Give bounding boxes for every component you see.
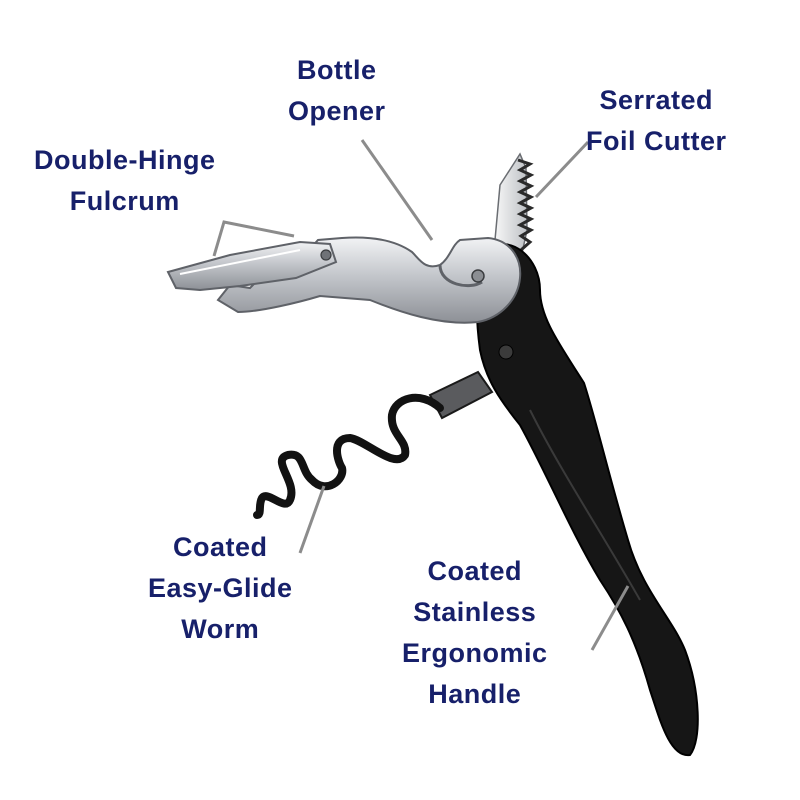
callout-bottle-opener: Bottle Opener <box>288 50 386 132</box>
coated-worm <box>257 398 440 515</box>
callout-worm-line3: Worm <box>148 609 293 650</box>
callout-fulcrum: Double-Hinge Fulcrum <box>34 140 216 222</box>
leader-bottle-opener <box>362 140 432 240</box>
callout-foil-cutter-line1: Serrated <box>586 80 727 121</box>
leader-foil-cutter <box>536 142 588 197</box>
handle-rivet <box>499 345 513 359</box>
callout-handle-line4: Handle <box>402 674 548 715</box>
callout-fulcrum-line2: Fulcrum <box>34 181 216 222</box>
callout-handle-line1: Coated <box>402 551 548 592</box>
callout-bottle-opener-line1: Bottle <box>288 50 386 91</box>
callout-handle-line2: Stainless <box>402 592 548 633</box>
leader-worm <box>300 486 324 553</box>
callout-handle-line3: Ergonomic <box>402 633 548 674</box>
callout-worm-line1: Coated <box>148 527 293 568</box>
lever-rivet <box>472 270 484 282</box>
callout-worm-line2: Easy-Glide <box>148 568 293 609</box>
callout-foil-cutter-line2: Foil Cutter <box>586 121 727 162</box>
callout-fulcrum-line1: Double-Hinge <box>34 140 216 181</box>
callout-handle: Coated Stainless Ergonomic Handle <box>402 551 548 715</box>
callout-worm: Coated Easy-Glide Worm <box>148 527 293 650</box>
callout-foil-cutter: Serrated Foil Cutter <box>586 80 727 162</box>
callout-bottle-opener-line2: Opener <box>288 91 386 132</box>
